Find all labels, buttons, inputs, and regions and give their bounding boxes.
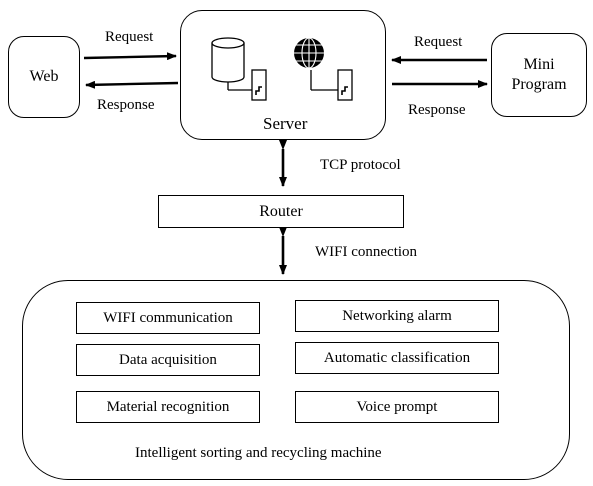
mini-request-label: Request — [414, 34, 463, 50]
module-networking-alarm-label: Networking alarm — [342, 307, 452, 324]
mini-program-label-line1: Mini — [523, 56, 555, 73]
web-request-label: Request — [105, 29, 154, 45]
module-automatic-classification-label: Automatic classification — [323, 349, 471, 366]
mini-program-label-line2: Program — [511, 76, 567, 93]
module-wifi-communication-label: WIFI communication — [103, 309, 233, 326]
tcp-protocol-label: TCP protocol — [320, 157, 401, 173]
module-voice-prompt-label: Voice prompt — [356, 398, 438, 415]
module-material-recognition: Material recognition — [76, 391, 260, 423]
database-icon — [211, 37, 267, 101]
module-networking-alarm: Networking alarm — [295, 300, 499, 332]
web-response-label: Response — [97, 97, 155, 113]
module-data-acquisition-label: Data acquisition — [119, 351, 217, 368]
router-node: Router — [158, 195, 404, 228]
web-label: Web — [29, 68, 59, 85]
module-automatic-classification: Automatic classification — [295, 342, 499, 374]
web-request-arrow — [83, 52, 177, 61]
mini-program-node: Mini Program — [491, 33, 587, 117]
module-data-acquisition: Data acquisition — [76, 344, 260, 376]
router-label: Router — [259, 202, 303, 220]
server-label: Server — [263, 114, 308, 133]
globe-icon — [294, 37, 353, 101]
web-node: Web — [8, 36, 80, 118]
mini-response-label: Response — [408, 102, 466, 118]
web-response-arrow — [85, 80, 179, 89]
wifi-connection-label: WIFI connection — [315, 244, 418, 260]
machine-label: Intelligent sorting and recycling machin… — [135, 445, 382, 461]
module-wifi-communication: WIFI communication — [76, 302, 260, 334]
module-voice-prompt: Voice prompt — [295, 391, 499, 423]
module-material-recognition-label: Material recognition — [106, 398, 230, 415]
